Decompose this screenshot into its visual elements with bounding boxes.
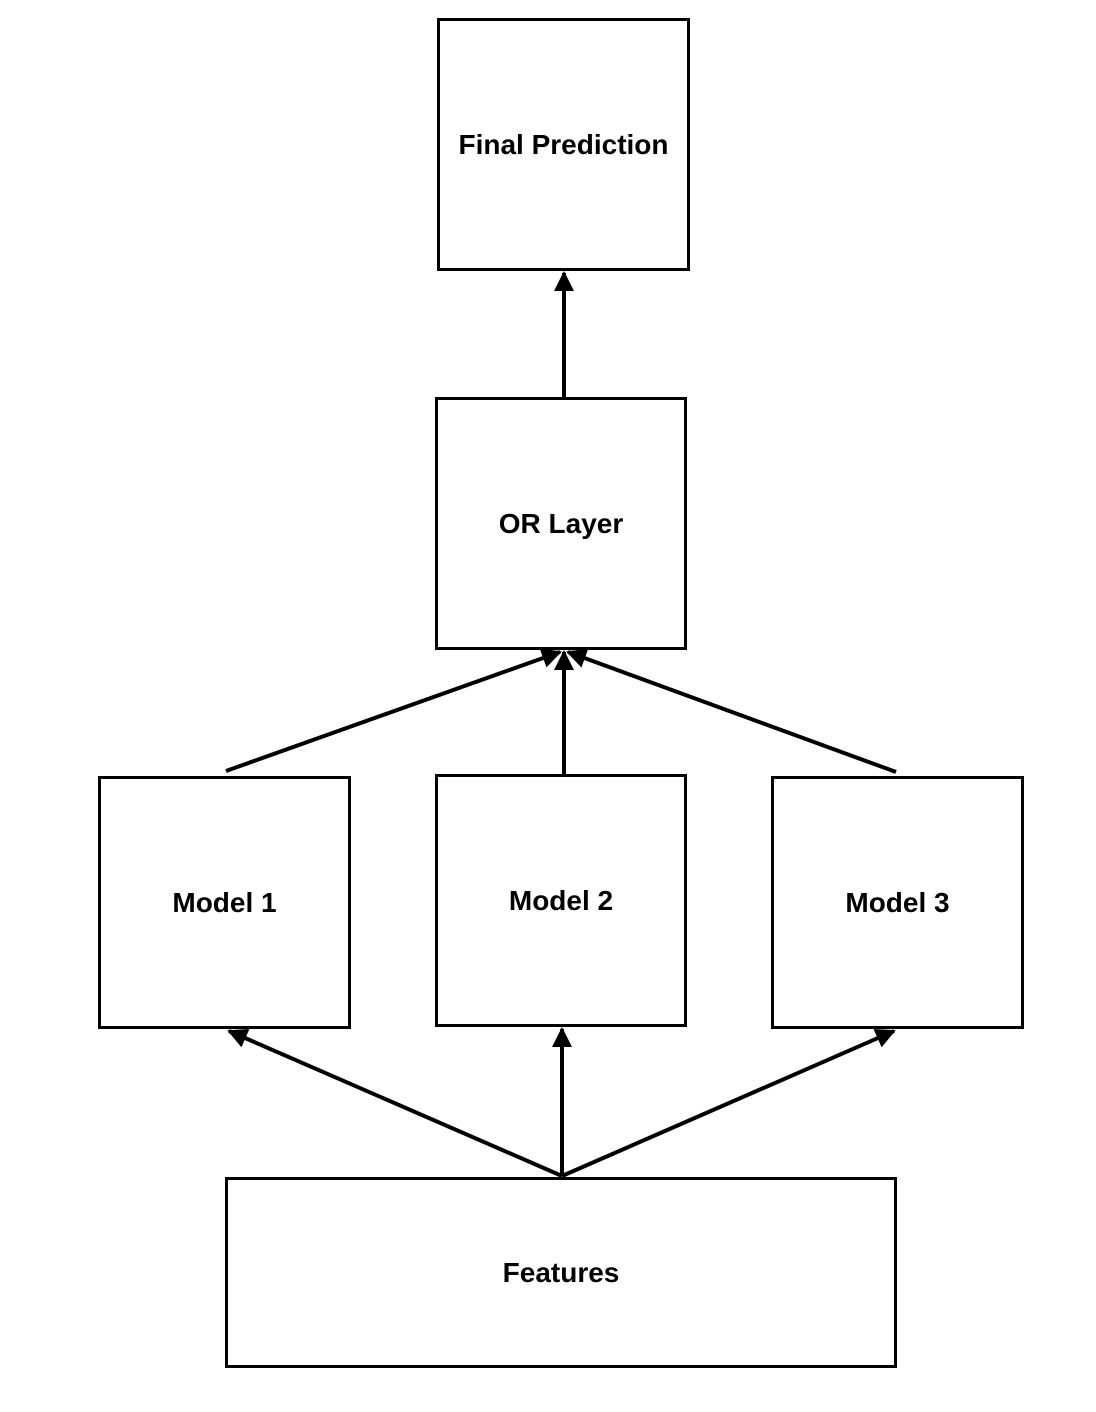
- edge-features-to-model-1: [227, 1029, 563, 1178]
- final-prediction-label: Final Prediction: [458, 128, 669, 160]
- model-2-label: Model 2: [508, 884, 614, 916]
- model-2-node: Model 2: [435, 774, 687, 1027]
- features-label: Features: [502, 1256, 620, 1288]
- features-node: Features: [225, 1177, 897, 1368]
- model-1-label: Model 1: [172, 886, 277, 918]
- or-layer-node: OR Layer: [435, 397, 687, 650]
- final-prediction-node: Final Prediction: [437, 18, 690, 271]
- model-3-node: Model 3: [771, 776, 1024, 1029]
- or-layer-label: OR Layer: [498, 507, 624, 539]
- edge-model-1-to-or-layer: [225, 648, 562, 773]
- model-3-label: Model 3: [845, 886, 950, 918]
- edge-features-to-model-3: [561, 1029, 896, 1178]
- edge-model-3-to-or-layer: [566, 648, 897, 774]
- model-1-node: Model 1: [98, 776, 351, 1029]
